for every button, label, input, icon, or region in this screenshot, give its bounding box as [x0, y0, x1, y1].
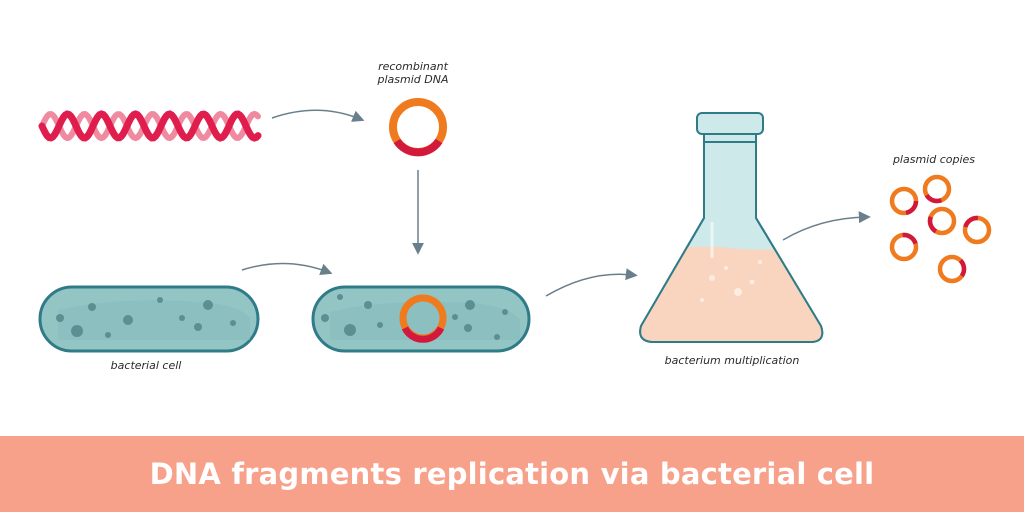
recombinant-label-line2: plasmid DNA [377, 73, 449, 86]
dna-strand [38, 110, 262, 142]
recombinant-label-line1: recombinant [378, 60, 449, 73]
plasmid-insert-arc [927, 216, 938, 234]
dna-helix-icon [38, 110, 262, 142]
arrow-icon [241, 262, 333, 276]
plasmid-insert-arc [963, 215, 979, 228]
diagram: recombinant plasmid DNA bacterial cell [38, 60, 992, 372]
plasmid-insert-arc [902, 232, 918, 245]
bacterial-cell-label: bacterial cell [111, 359, 182, 372]
bacterium-icon [38, 285, 260, 353]
bacterium-multiplication-label: bacterium multiplication [665, 354, 800, 367]
plasmid-insert-arc [958, 258, 967, 278]
title-banner: DNA fragments replication via bacterial … [0, 436, 1024, 512]
plasmid-insert-arc [924, 193, 943, 204]
arrow-icon [782, 211, 871, 241]
banner-title: DNA fragments replication via bacterial … [149, 457, 875, 491]
plasmid-insert-arc [905, 200, 919, 216]
dna-strand [39, 110, 261, 142]
plasmid-ring-icon [389, 98, 447, 157]
erlenmeyer-flask-icon [639, 112, 824, 343]
bacterium-icon [311, 285, 531, 353]
arrow-icon [545, 268, 638, 297]
arrow-icon [271, 109, 365, 122]
plasmid-ring-icon [399, 294, 447, 343]
plasmid-copies-group [889, 174, 992, 284]
plasmid-copies-label: plasmid copies [892, 153, 975, 166]
